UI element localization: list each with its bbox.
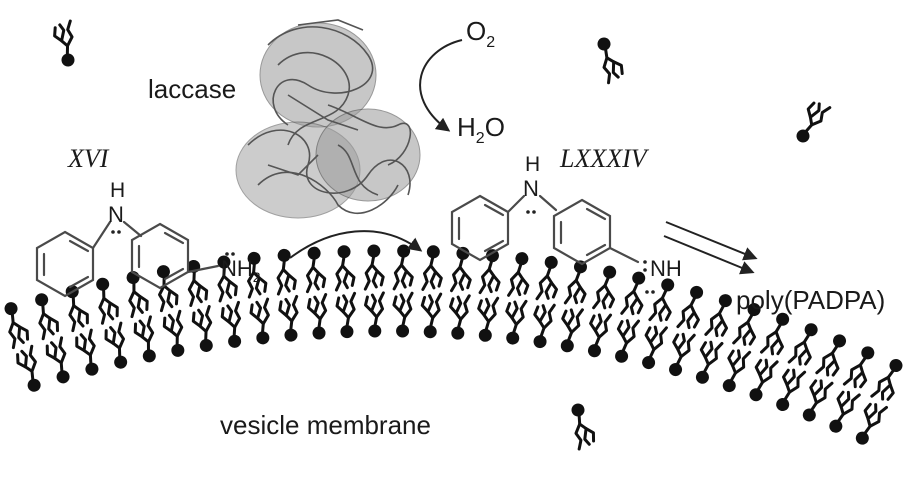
membrane-lipid-inner <box>363 291 386 340</box>
membrane-lipid-inner <box>248 297 274 347</box>
membrane-lipid-outer <box>0 298 33 350</box>
benzene-ring-icon <box>35 230 95 298</box>
membrane-lipid-outer <box>563 257 592 308</box>
membrane-lipid-outer <box>90 274 122 325</box>
membrane-lipid-outer <box>787 318 824 370</box>
membrane-lipid-outer <box>392 242 415 291</box>
membrane-lipid-inner <box>636 322 668 373</box>
polymerization-arrow-1 <box>665 221 758 261</box>
membrane-lipid-inner <box>663 329 696 380</box>
membrane-lipid-outer <box>648 274 680 326</box>
membrane-lipid-inner <box>160 309 190 360</box>
membrane-lipid-outer <box>842 341 881 393</box>
membrane-lipid-inner <box>690 336 724 388</box>
radical-molecule <box>450 194 655 294</box>
benzene-ring-icon <box>130 222 190 290</box>
membrane-lipid-inner <box>419 291 443 341</box>
membrane-lipid-outer <box>676 282 709 333</box>
membrane-lipid-inner <box>189 305 218 355</box>
membrane-lipid-inner <box>219 300 246 351</box>
membrane-lipid-inner <box>13 344 47 396</box>
polymerization-arrow-2 <box>663 235 755 275</box>
membrane-lipid-inner <box>582 310 613 361</box>
membrane-lipid-inner <box>528 301 556 351</box>
benzene-ring-icon <box>552 198 612 266</box>
radical-name: LXXXIV <box>559 144 650 173</box>
membrane-lipid-inner <box>446 293 471 342</box>
membrane-lipid-inner <box>101 321 133 373</box>
membrane-lipid-outer <box>620 268 651 319</box>
radical-bridge-n: N <box>523 176 539 201</box>
membrane-lipid-outer <box>704 290 738 342</box>
membrane-lipid-outer <box>815 330 852 382</box>
membrane-lipid-outer <box>478 246 504 296</box>
membrane-lipid-inner <box>555 305 584 356</box>
membrane-lipid-inner <box>391 291 414 340</box>
membrane-lipid-inner <box>609 315 641 367</box>
free-lipid-top-left <box>51 19 80 70</box>
membrane-lipid-inner <box>277 294 302 344</box>
water-label: H2O <box>457 112 505 147</box>
membrane-lipid-outer <box>535 253 563 303</box>
membrane-lipid-outer <box>592 262 622 313</box>
membrane-lipid-outer <box>121 267 152 319</box>
membrane-lipid-outer <box>507 249 534 299</box>
membrane-lipid-inner <box>849 398 888 450</box>
amine-label: NH2 <box>221 256 261 285</box>
membrane-lipid-inner <box>131 315 161 366</box>
membrane-lipid-outer <box>870 354 909 406</box>
membrane-lipid-outer <box>421 243 445 292</box>
membrane-lipid-outer <box>29 289 62 341</box>
membrane-lipid-inner <box>335 291 358 340</box>
membrane-lipid-inner <box>306 293 330 342</box>
free-lipid-top-right <box>591 33 627 85</box>
membrane-lipid-inner <box>797 374 834 426</box>
substrate-bridge-h: H <box>110 179 125 202</box>
membrane-lipid-outer <box>363 242 385 291</box>
oxygen-reduction-arrow <box>419 39 463 132</box>
membrane-lipid-outer <box>333 243 356 292</box>
substrate-molecule <box>35 220 235 298</box>
membrane-lipid-outer <box>303 244 327 294</box>
laccase-label: laccase <box>148 74 236 104</box>
membrane-lipid-inner <box>474 295 500 345</box>
membrane-lipid-inner <box>72 328 104 380</box>
oxidation-arrow <box>289 230 423 259</box>
free-lipid-right <box>790 97 832 148</box>
radical-nh-label: NH <box>650 256 682 281</box>
membrane-lipid-inner <box>717 345 752 397</box>
radical-bridge-h: H <box>525 153 540 176</box>
free-lipid-bottom <box>566 399 599 451</box>
membrane-lipid-inner <box>770 364 807 416</box>
membrane-lipid-inner <box>42 336 75 387</box>
membrane-lipid-outer <box>760 308 795 360</box>
substrate-bridge-n: N <box>108 202 124 227</box>
membrane-label: vesicle membrane <box>220 410 431 440</box>
membrane-lipid-inner <box>743 354 779 406</box>
substrate-name: XVI <box>67 144 110 173</box>
oxygen-label: O2 <box>466 16 495 51</box>
membrane-lipid-inner <box>501 297 528 348</box>
laccase-protein-icon <box>235 19 421 219</box>
membrane-lipid-inner <box>823 386 861 438</box>
product-label: poly(PADPA) <box>736 285 885 315</box>
